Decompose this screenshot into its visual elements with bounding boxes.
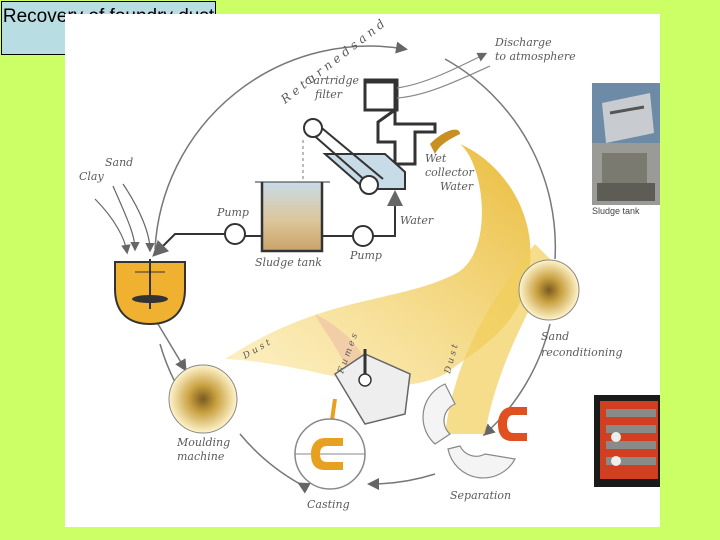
label-collector: collector bbox=[425, 166, 475, 179]
pipe-water-return bbox=[373, 190, 403, 237]
separation-arc bbox=[367, 473, 436, 491]
casting-shape bbox=[311, 438, 343, 470]
moulding-machine-ball bbox=[168, 364, 238, 434]
label-water-top: Water bbox=[440, 180, 474, 193]
mixer-down-arrow bbox=[154, 318, 187, 372]
discharge-arrow bbox=[396, 52, 488, 89]
returned-sand-arc bbox=[154, 41, 408, 250]
dust-inlet bbox=[430, 129, 460, 154]
ladle bbox=[333, 353, 411, 425]
label-pump-left: Pump bbox=[216, 206, 249, 219]
label-pump-right: Pump bbox=[349, 249, 382, 262]
label-water-bottom: Water bbox=[400, 214, 434, 227]
conveyor-roller-top bbox=[303, 118, 323, 138]
label-separation: Separation bbox=[450, 489, 511, 502]
label-sand: Sand bbox=[105, 156, 133, 169]
label-sludge-tank: Sludge tank bbox=[255, 256, 322, 269]
label-clay: Clay bbox=[79, 170, 104, 183]
sand-arrow-2 bbox=[122, 183, 155, 253]
label-filter: filter bbox=[314, 88, 343, 101]
equipment-photo bbox=[594, 395, 660, 487]
pipe-to-mixer bbox=[152, 233, 225, 257]
pump-right bbox=[352, 225, 374, 247]
ladle-pivot bbox=[358, 373, 372, 387]
sand-arrow bbox=[112, 185, 140, 252]
label-sand-recon-1: Sand bbox=[541, 330, 569, 343]
label-sand-recon-2: reconditioning bbox=[541, 346, 623, 359]
diagram-canvas: R e t u r n e d s a n d Discharge to atm… bbox=[65, 14, 660, 527]
filter-housing bbox=[363, 78, 399, 112]
label-wet: Wet bbox=[425, 152, 447, 165]
separation-mould-bottom bbox=[447, 445, 516, 479]
sludge-tank bbox=[260, 182, 324, 253]
casting-arc bbox=[239, 433, 311, 494]
pump-left bbox=[224, 223, 246, 245]
label-moulding-1: Moulding bbox=[176, 436, 230, 449]
sludge-tank-photo bbox=[592, 83, 660, 205]
recondition-arc bbox=[482, 323, 551, 437]
conveyor-roller-bottom bbox=[359, 175, 379, 195]
label-casting: Casting bbox=[307, 498, 350, 511]
label-discharge: Discharge bbox=[494, 36, 552, 49]
separation-mould-top bbox=[422, 383, 456, 445]
conveyor-belt-top bbox=[316, 123, 384, 180]
mixer-blade bbox=[132, 295, 168, 303]
photo-caption: Sludge tank bbox=[592, 206, 640, 216]
clay-arrow bbox=[94, 198, 131, 255]
separated-casting bbox=[498, 407, 527, 441]
label-cartridge: Cartridge bbox=[305, 74, 360, 87]
dust-plume bbox=[225, 144, 531, 386]
label-discharge-2: to atmosphere bbox=[495, 50, 576, 63]
right-arc bbox=[444, 58, 557, 260]
discharge-arrow-2 bbox=[396, 65, 491, 99]
sand-reconditioning-ball bbox=[518, 259, 580, 321]
foundry-dust-diagram: R e t u r n e d s a n d Discharge to atm… bbox=[79, 17, 623, 511]
label-moulding-2: machine bbox=[177, 450, 225, 463]
